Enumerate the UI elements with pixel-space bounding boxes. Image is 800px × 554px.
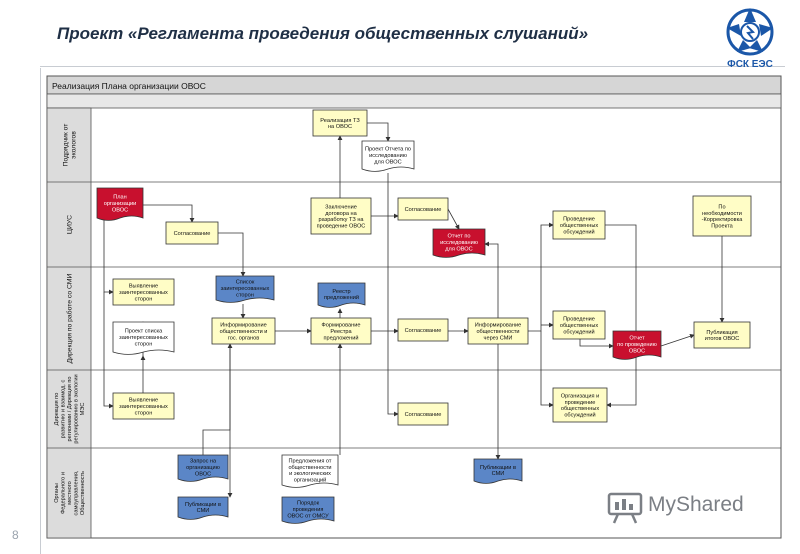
diagram-subband xyxy=(46,93,782,109)
lane-header-column xyxy=(46,107,92,539)
svg-text:Согласование: Согласование xyxy=(405,207,442,213)
svg-text:Согласование: Согласование xyxy=(405,328,442,334)
connector-arrow xyxy=(540,331,554,408)
lane-label: ЦИУС xyxy=(66,215,73,234)
connector-arrow xyxy=(367,122,391,142)
connector-arrow xyxy=(387,173,399,417)
lane-label: Подрядчик отэкологов xyxy=(62,124,77,167)
connector-arrow xyxy=(143,204,195,223)
node-agree-2: Согласование xyxy=(397,197,449,221)
connector-arrow xyxy=(605,224,637,408)
lane-label: Дирекция по работе со СМИ xyxy=(65,273,73,363)
presentation-board-icon xyxy=(607,492,643,524)
lane-label: ОрганыФедерального иместногосамоуправлен… xyxy=(54,470,86,515)
diagram-title: Реализация Плана организации ОВОС xyxy=(52,81,206,91)
title-divider xyxy=(40,66,785,67)
node-agree-3: Согласование xyxy=(397,318,449,342)
page-title: Проект «Регламента проведения общественн… xyxy=(57,24,589,43)
svg-text:Согласование: Согласование xyxy=(405,412,442,418)
left-divider xyxy=(40,68,41,554)
connector-arrow xyxy=(528,222,554,332)
connector-arrow xyxy=(660,333,695,347)
node-agree-4: Согласование xyxy=(397,402,449,426)
connector-arrow xyxy=(103,292,114,409)
connector-arrow xyxy=(579,339,614,349)
page-number: 8 xyxy=(12,528,19,542)
fsk-logo-icon xyxy=(726,8,774,56)
logo-text: ФСК ЕЭС xyxy=(727,59,773,70)
svg-text:Согласование: Согласование xyxy=(174,231,211,237)
node-agree-1: Согласование xyxy=(165,221,219,245)
connector-arrow xyxy=(218,232,246,277)
lane-label: Дирекция поразвитию и взаимод. срегионам… xyxy=(54,374,86,443)
connector-arrow xyxy=(484,241,499,318)
watermark-text: MyShared xyxy=(648,493,744,516)
